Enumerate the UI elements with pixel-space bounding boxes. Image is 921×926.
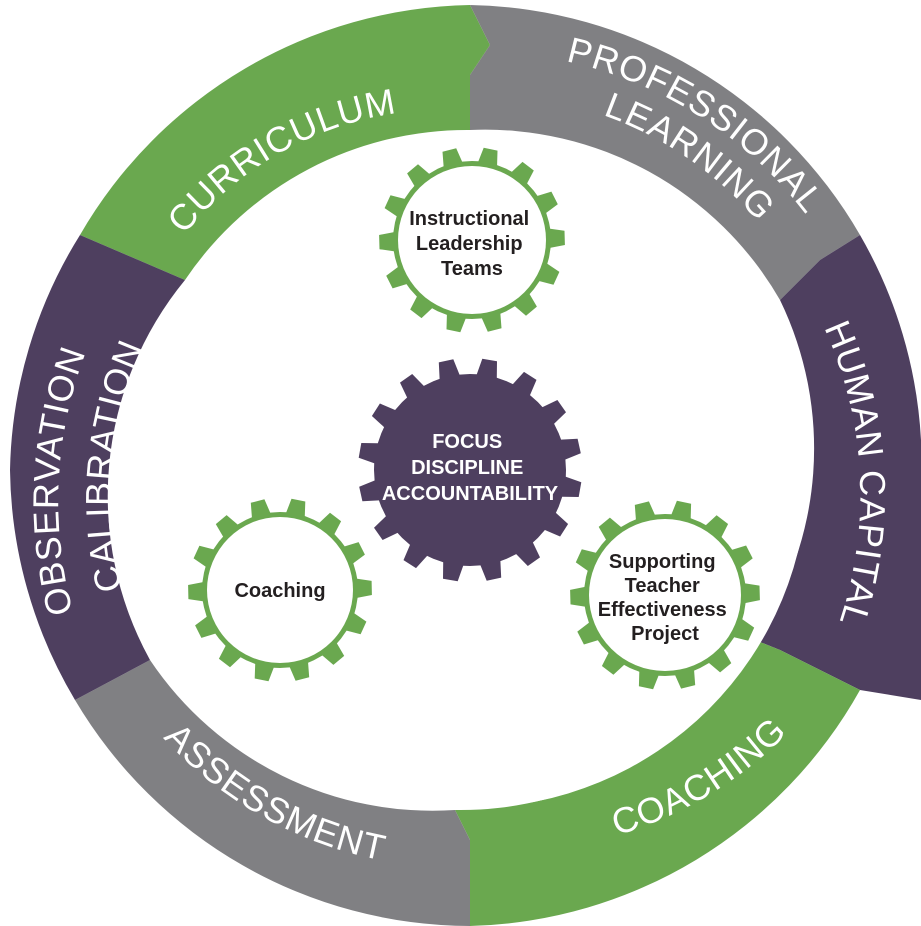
gear-inner-disc	[589, 519, 741, 671]
gear-label: Supporting Teacher Effectiveness Project	[598, 551, 733, 645]
ring-segment-professional-learning	[470, 5, 860, 300]
gear-instructional-leadership-teams: Instructional Leadership Teams	[379, 147, 565, 333]
gear-icon	[358, 358, 582, 582]
gear-label: Coaching	[234, 580, 325, 602]
gear-inner-disc	[398, 166, 546, 314]
ring-segment-observation-calibration	[10, 235, 185, 700]
ring-segment-coaching	[455, 640, 860, 926]
gear-label: Instructional Leadership Teams	[409, 208, 535, 280]
ring-segment-human-capital	[755, 235, 921, 700]
gear-supporting-teacher-effectiveness-project: Supporting Teacher Effectiveness Project	[570, 500, 760, 690]
gear-inner-disc	[207, 517, 353, 663]
center-gear-label: FOCUS DISCIPLINE ACCOUNTABILITY	[382, 431, 559, 505]
ring-segment-curriculum	[80, 5, 490, 280]
ring-segment-assessment	[75, 660, 470, 926]
gear-focus-discipline-accountability: FOCUS DISCIPLINE ACCOUNTABILITY	[358, 358, 582, 582]
gear-coaching: Coaching	[188, 498, 372, 682]
